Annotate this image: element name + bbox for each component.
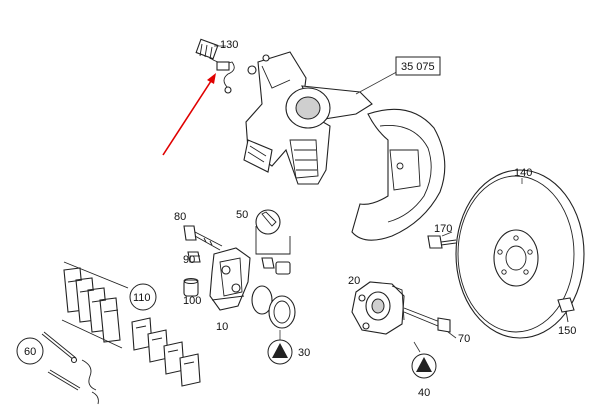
sleeve-part-100[interactable] bbox=[183, 278, 199, 297]
callout-150: 150 bbox=[558, 325, 576, 337]
callout-60: 60 bbox=[24, 346, 36, 358]
caliper-bolt-part-70[interactable] bbox=[403, 307, 451, 333]
callout-35075: 35 075 bbox=[401, 61, 435, 73]
caliper-carrier-part-10[interactable] bbox=[209, 247, 251, 311]
callout-box-35075: 35 075 bbox=[395, 56, 441, 76]
callout-140: 140 bbox=[514, 167, 532, 179]
wear-sensor-part-130[interactable] bbox=[195, 38, 235, 94]
callout-170: 170 bbox=[434, 223, 452, 235]
callout-70: 70 bbox=[458, 333, 470, 345]
callout-30: 30 bbox=[298, 347, 310, 359]
callout-130: 130 bbox=[220, 39, 238, 51]
callout-50: 50 bbox=[236, 209, 248, 221]
callout-80: 80 bbox=[174, 211, 186, 223]
callout-circle-60: 60 bbox=[16, 337, 44, 365]
seal-ring-part-30[interactable] bbox=[251, 285, 296, 329]
dust-shield bbox=[351, 108, 446, 241]
guide-bolt-part-80[interactable] bbox=[183, 225, 223, 251]
brake-caliper-part-20[interactable] bbox=[351, 281, 405, 335]
callout-100: 100 bbox=[183, 295, 201, 307]
part-50-assembly[interactable] bbox=[255, 209, 291, 275]
pins-part-60[interactable] bbox=[41, 331, 99, 405]
brake-pads-part-110[interactable] bbox=[61, 261, 129, 349]
cap-part-90[interactable] bbox=[187, 251, 201, 263]
callout-20: 20 bbox=[348, 275, 360, 287]
grease-triangle-30 bbox=[267, 339, 293, 365]
red-pointer-arrow bbox=[162, 73, 216, 156]
grease-triangle-40 bbox=[411, 353, 437, 379]
pad-clips bbox=[131, 317, 201, 387]
bolt-part-150[interactable] bbox=[557, 297, 575, 323]
callout-40: 40 bbox=[418, 387, 430, 399]
callout-circle-110: 110 bbox=[129, 283, 157, 311]
brake-disc-part-140[interactable] bbox=[455, 169, 585, 339]
callout-10: 10 bbox=[216, 321, 228, 333]
callout-110: 110 bbox=[133, 292, 151, 304]
callout-90: 90 bbox=[183, 254, 195, 266]
bolt-part-170[interactable] bbox=[427, 235, 457, 249]
steering-knuckle bbox=[243, 51, 373, 185]
